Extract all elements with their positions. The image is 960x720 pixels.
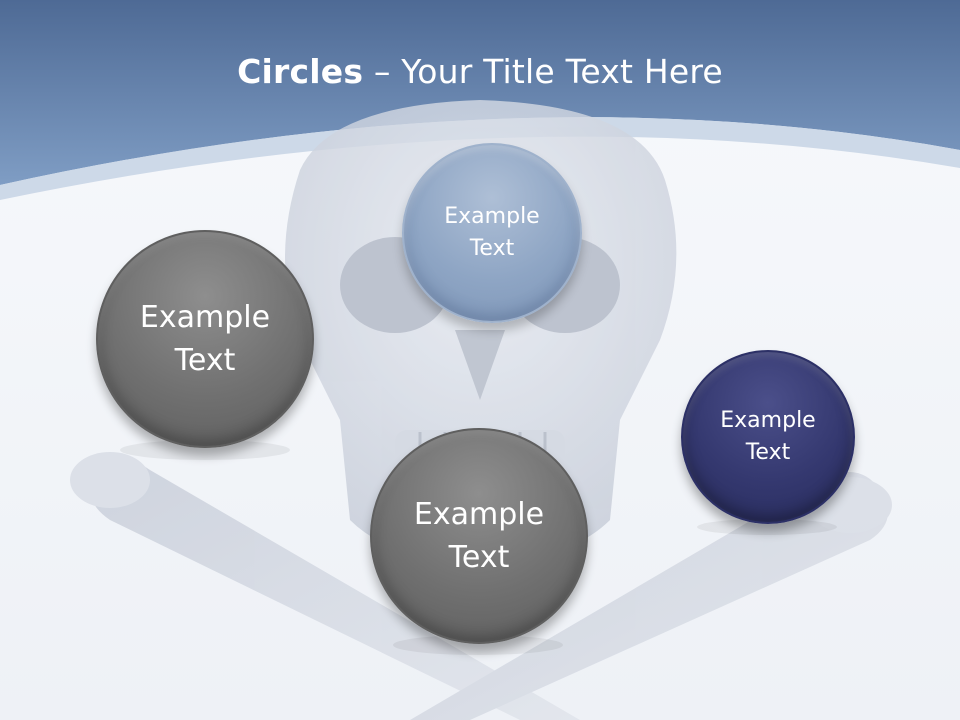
circle-top-center[interactable]: Example Text <box>402 143 582 323</box>
circle-left-label: Example Text <box>139 299 271 379</box>
header-band <box>0 0 960 185</box>
title-bold: Circles <box>237 52 364 91</box>
circle-right[interactable]: Example Text <box>681 350 855 524</box>
circle-bottom-center[interactable]: Example Text <box>370 428 588 644</box>
slide-title: Circles – Your Title Text Here <box>0 52 960 91</box>
circle-right-label: Example Text <box>720 408 816 465</box>
circle-bottom-center-label: Example Text <box>413 496 545 576</box>
circle-left[interactable]: Example Text <box>96 230 314 448</box>
circle-top-center-label: Example Text <box>444 204 540 261</box>
title-rest: – Your Title Text Here <box>363 52 723 91</box>
header-swoosh <box>0 117 960 200</box>
